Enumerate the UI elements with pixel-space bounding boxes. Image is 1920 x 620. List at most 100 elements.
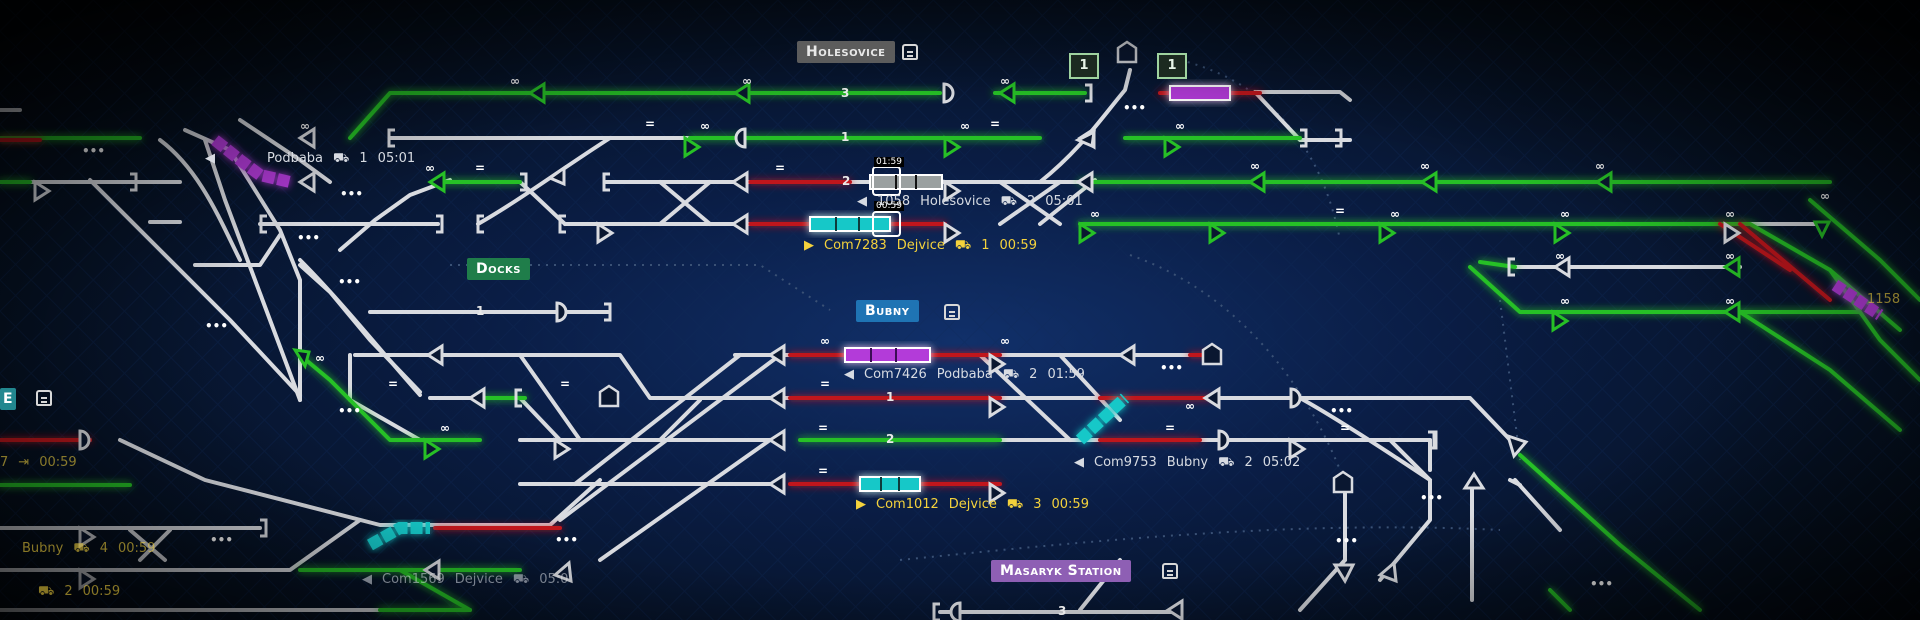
ellipsis-icon: ••• — [338, 275, 361, 289]
train-time: 05:01 — [377, 151, 416, 166]
person-icon: ⛟ — [1006, 497, 1024, 512]
station-building-icon — [598, 384, 620, 408]
station-building-icon — [944, 304, 960, 320]
ellipsis-icon: ••• — [1335, 534, 1358, 548]
equals-icon: = — [560, 377, 570, 391]
train-time: 00:59 — [82, 584, 121, 599]
train-destination: Holesovice — [920, 194, 991, 209]
person-icon: ⛟ — [38, 584, 55, 599]
train-com7426[interactable] — [844, 347, 931, 363]
equals-icon: = — [645, 117, 655, 131]
train-platform: 1 — [359, 151, 368, 166]
infinity-icon: ∞ — [1555, 249, 1565, 263]
train-time: 00:59 — [999, 238, 1037, 253]
train-com7283[interactable] — [809, 216, 891, 232]
train-top-right[interactable] — [1169, 85, 1231, 101]
station-building-icon — [1201, 342, 1223, 366]
station-building-icon — [1162, 563, 1178, 579]
train-name: Com1569 — [382, 572, 445, 587]
ellipsis-icon: ••• — [205, 319, 228, 333]
station-label-bubny[interactable]: Bubny — [856, 300, 919, 322]
equals-icon: = — [818, 464, 828, 478]
train-destination: Dejvice — [454, 572, 503, 587]
train-time: 01:59 — [1047, 367, 1085, 382]
track-count-badge: 1 — [1157, 53, 1187, 79]
train-com1058[interactable] — [869, 174, 943, 190]
ellipsis-icon: ••• — [1420, 491, 1443, 505]
train-info-right-edge[interactable]: 1158 — [1867, 292, 1910, 307]
infinity-icon: ∞ — [1250, 159, 1260, 173]
infinity-icon: ∞ — [1185, 399, 1195, 413]
train-time: 05:01 — [1045, 194, 1083, 209]
train-destination: Podbaba — [936, 367, 993, 382]
arrow-right-icon: ▶ — [856, 497, 866, 512]
station-label-docks[interactable]: Docks — [467, 258, 530, 280]
ellipsis-icon: ••• — [555, 533, 578, 547]
train-name: Com9753 — [1094, 455, 1157, 470]
signal-timer: 00:59 — [874, 201, 904, 211]
infinity-icon: ∞ — [1420, 159, 1430, 173]
infinity-icon: ∞ — [510, 74, 520, 88]
track-number: 2 — [886, 432, 895, 446]
equals-icon: = — [1335, 204, 1345, 218]
station-building-icon — [36, 390, 52, 406]
arrow-bar-icon: ⇥ — [18, 455, 30, 470]
platform-stop-icon[interactable] — [1289, 387, 1302, 409]
train-platform: 2 — [1244, 455, 1253, 470]
equals-icon: = — [990, 117, 1000, 131]
station-label-holesovice[interactable]: Holesovice — [797, 41, 895, 63]
train-platform: 3 — [1033, 497, 1042, 512]
train-platform: 7 — [0, 455, 9, 470]
infinity-icon: ∞ — [1560, 207, 1570, 221]
ellipsis-icon: ••• — [1590, 577, 1613, 591]
ellipsis-icon: ••• — [1160, 361, 1183, 375]
person-icon: ⛟ — [512, 572, 530, 587]
train-destination: Bubny — [1166, 455, 1209, 470]
train-platform: 2 — [1026, 194, 1036, 209]
train-name: Com7426 — [864, 367, 927, 382]
equals-icon: = — [1340, 421, 1350, 435]
equals-icon: = — [818, 421, 828, 435]
train-com1012[interactable] — [859, 476, 921, 492]
train-platform: 4 — [99, 541, 108, 556]
train-info-left-59[interactable]: 7 ⇥ 00:59 — [0, 455, 87, 470]
track-number: 1 — [476, 304, 485, 318]
station-label-masaryk[interactable]: Masaryk Station — [991, 560, 1131, 582]
track-number: 3 — [1058, 604, 1067, 618]
ellipsis-icon: ••• — [82, 144, 105, 158]
platform-stop-icon[interactable] — [734, 127, 747, 149]
equals-icon: = — [1165, 421, 1175, 435]
infinity-icon: ∞ — [1390, 207, 1400, 221]
platform-stop-icon[interactable] — [78, 429, 91, 451]
platform-stop-icon[interactable] — [1217, 429, 1230, 451]
arrow-right-icon: ▶ — [804, 238, 814, 253]
platform-stop-icon[interactable] — [942, 82, 955, 104]
ellipsis-icon: ••• — [210, 533, 233, 547]
infinity-icon: ∞ — [742, 74, 752, 88]
station-building-icon — [1332, 470, 1354, 494]
platform-stop-icon[interactable] — [949, 601, 962, 620]
infinity-icon: ∞ — [425, 161, 435, 175]
arrow-left-icon: ◀ — [857, 194, 867, 209]
arrow-left-icon: ◀ — [844, 367, 854, 382]
equals-icon: = — [388, 377, 398, 391]
track-number: 1 — [886, 390, 895, 404]
ellipsis-icon: ••• — [1123, 101, 1146, 115]
person-icon: ⛟ — [1002, 367, 1020, 382]
train-time: 00:59 — [39, 455, 77, 470]
station-label-left-edge[interactable]: E — [0, 388, 17, 410]
infinity-icon: ∞ — [820, 334, 830, 348]
train-time: 1158 — [1867, 292, 1901, 307]
train-platform: 1 — [981, 238, 990, 253]
platform-stop-icon[interactable] — [555, 301, 568, 323]
